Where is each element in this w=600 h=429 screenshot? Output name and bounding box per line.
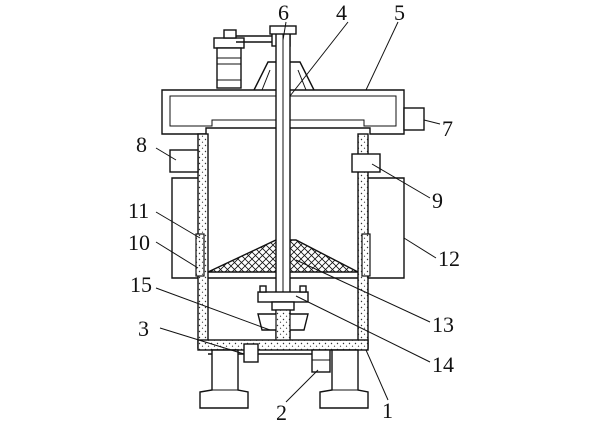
side-jacket-left <box>171 177 198 279</box>
outlet-pipe <box>403 107 425 131</box>
label-6: 6 <box>278 0 289 25</box>
leader-lines <box>155 21 441 403</box>
inlet-pipe-right <box>351 153 381 173</box>
vessel-bottom <box>197 339 369 351</box>
label-12: 12 <box>438 246 460 271</box>
leg-right <box>319 349 369 409</box>
label-4: 4 <box>336 0 347 25</box>
pulley <box>269 25 297 35</box>
label-10: 10 <box>128 230 150 255</box>
inlet-pipe-left <box>169 149 199 173</box>
label-11: 11 <box>128 198 149 223</box>
label-5: 5 <box>394 0 405 25</box>
motor <box>213 29 245 89</box>
label-13: 13 <box>432 312 454 337</box>
label-15: 15 <box>130 272 152 297</box>
label-3: 3 <box>138 316 149 341</box>
label-7: 7 <box>442 116 453 141</box>
heater-block-left <box>195 233 205 277</box>
part-labels: 6 4 5 7 8 9 11 10 12 15 13 3 14 2 1 <box>128 0 460 425</box>
label-8: 8 <box>136 132 147 157</box>
label-1: 1 <box>382 398 393 423</box>
impeller <box>257 309 309 341</box>
pump <box>311 349 331 373</box>
label-9: 9 <box>432 188 443 213</box>
coupling <box>257 285 309 311</box>
side-jacket-right <box>368 177 405 279</box>
label-14: 14 <box>432 352 454 377</box>
leg-left <box>199 349 249 409</box>
label-2: 2 <box>276 400 287 425</box>
heater-block-right <box>361 233 371 277</box>
